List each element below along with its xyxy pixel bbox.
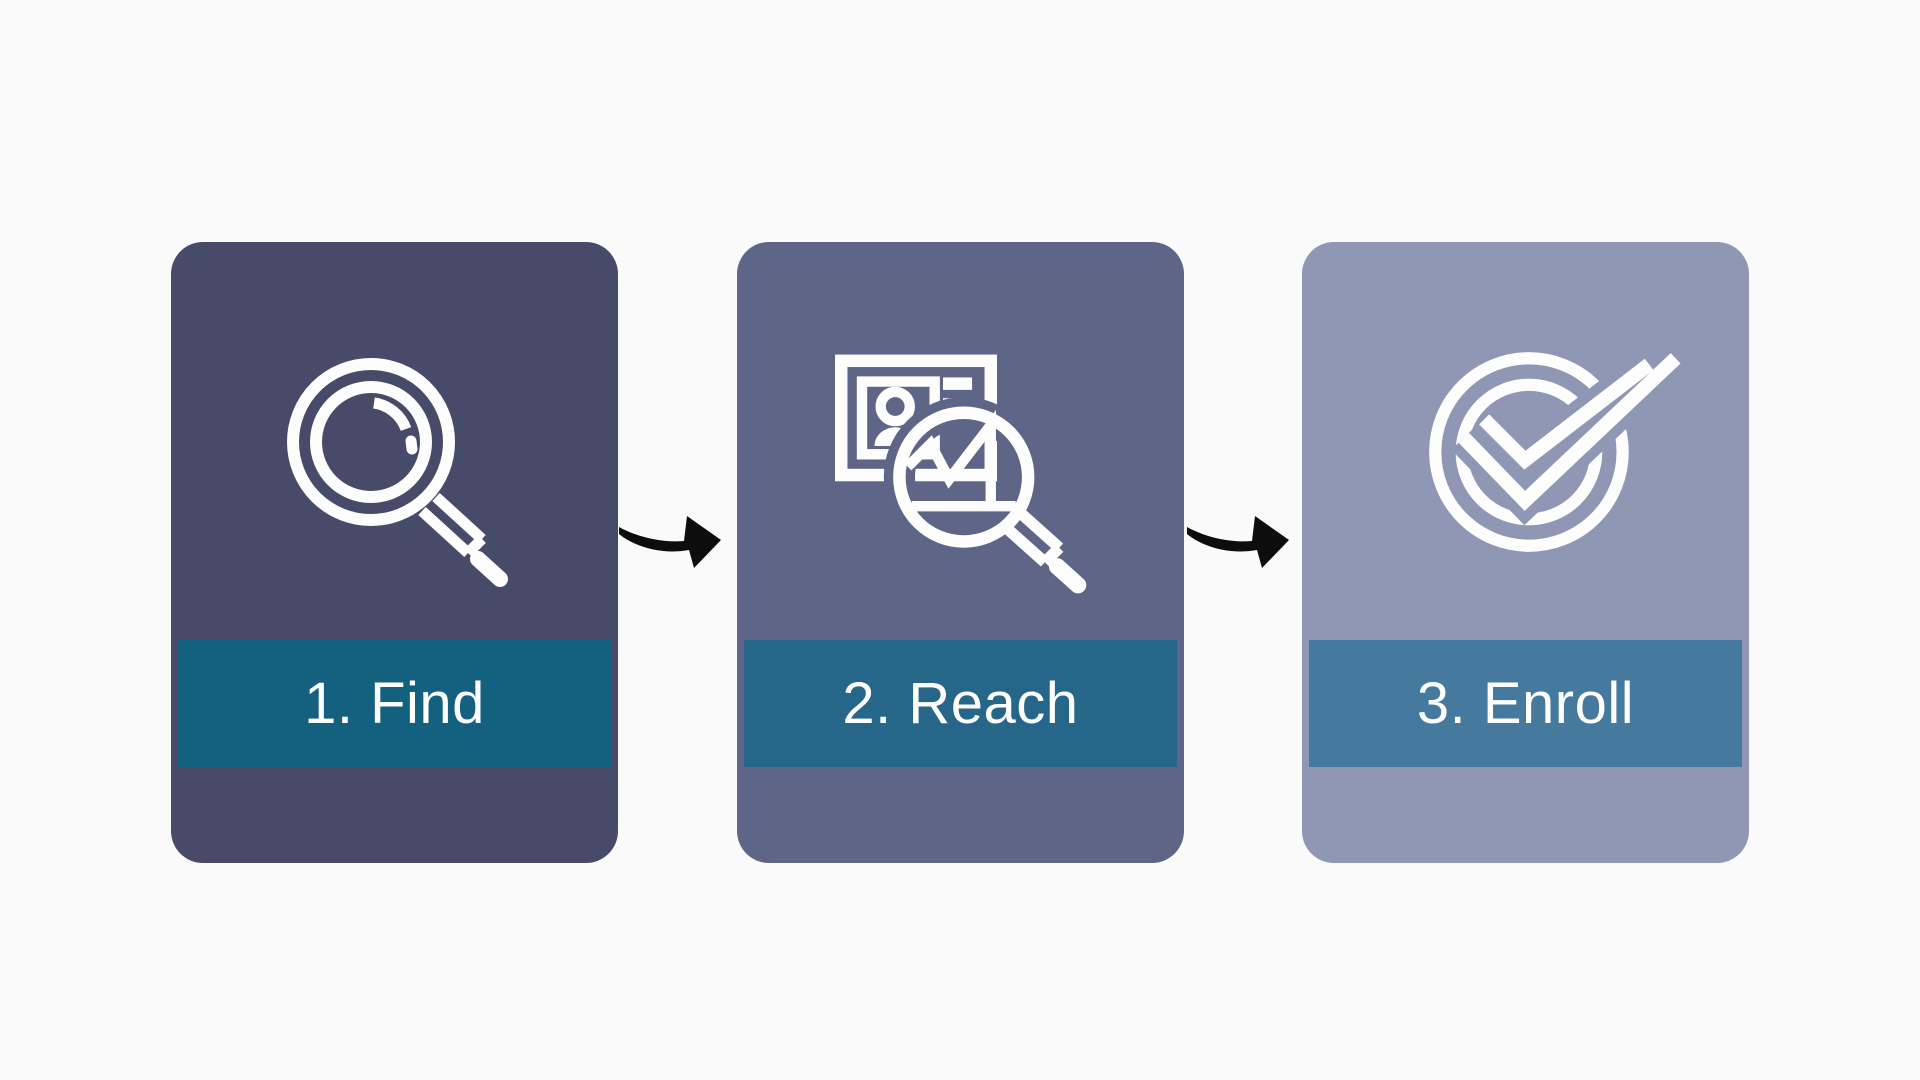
circle-double-check-icon	[1429, 345, 1688, 552]
step-3-label-band: 3. Enroll	[1309, 640, 1742, 767]
step-2-icon-area	[737, 242, 1184, 640]
step-card-find: 1. Find	[171, 242, 618, 863]
step-1-label: 1. Find	[304, 670, 485, 736]
step-card-reach: 2. Reach	[737, 242, 1184, 863]
step-1-label-band: 1. Find	[178, 640, 611, 767]
step-2-label-band: 2. Reach	[744, 640, 1177, 767]
step-3-label: 3. Enroll	[1416, 670, 1635, 736]
step-1-icon-area	[171, 242, 618, 640]
step-3-icon-area	[1302, 242, 1749, 640]
step-card-enroll: 3. Enroll	[1302, 242, 1749, 863]
arrow-right-icon	[619, 516, 721, 568]
arrow-right-icon	[1187, 516, 1289, 568]
ad-analytics-magnifier-icon	[835, 354, 1087, 594]
magnifier-search-icon	[287, 358, 508, 587]
step-2-label: 2. Reach	[842, 670, 1079, 736]
